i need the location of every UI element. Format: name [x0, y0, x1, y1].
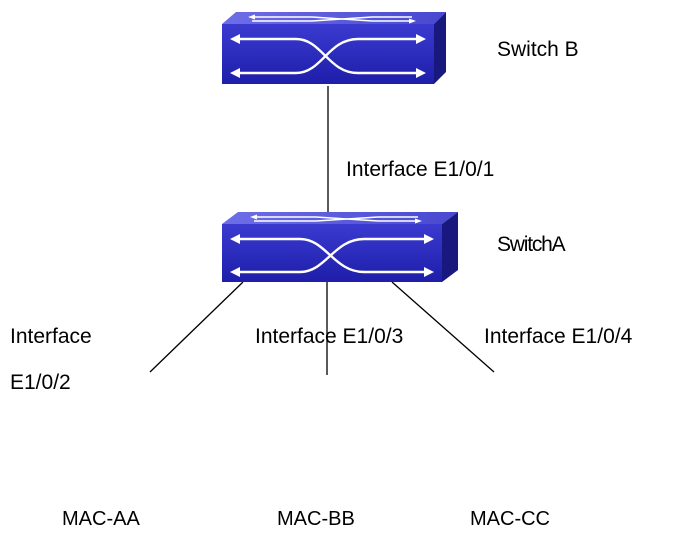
port-line-e1-0-2 [149, 281, 244, 373]
port-e1-0-2-label-line1: Interface [10, 325, 92, 348]
switch-a-label: SwitchA [497, 233, 566, 256]
switch-a-icon [222, 212, 458, 282]
uplink-interface-label: Interface E1/0/1 [346, 158, 495, 181]
switch-b-icon [222, 12, 446, 84]
port-e1-0-4-label: Interface E1/0/4 [484, 325, 633, 348]
port-line-e1-0-4 [391, 281, 495, 373]
host-mac-aa-label: MAC-AA [62, 508, 140, 530]
port-e1-0-2-label-line2: E1/0/2 [10, 371, 71, 394]
port-e1-0-3-label: Interface E1/0/3 [255, 325, 404, 348]
host-mac-cc-label: MAC-CC [470, 508, 550, 530]
switch-b-label: Switch B [497, 38, 579, 61]
host-mac-bb-label: MAC-BB [277, 508, 355, 530]
